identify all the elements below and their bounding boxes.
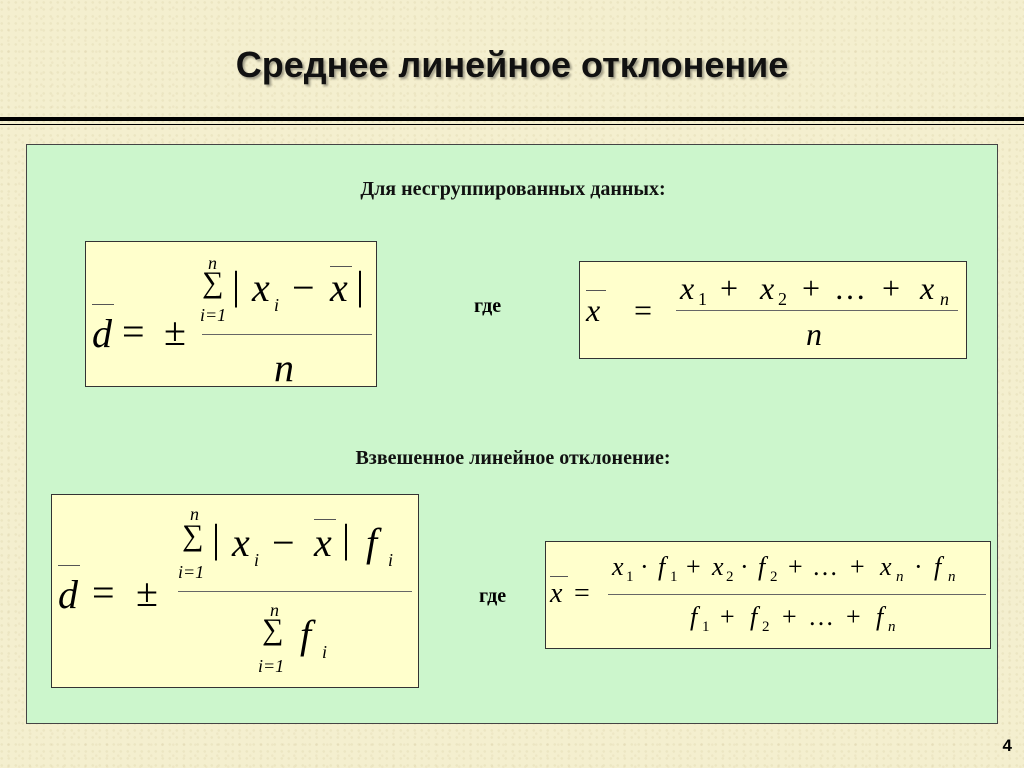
where-label-1: где — [474, 295, 502, 317]
formula-d-pm: ± — [164, 309, 186, 354]
slide-title: Среднее линейное отклонение — [235, 44, 789, 85]
formula-box-mean: x = x 1 + x 2 + … + x n n — [579, 261, 967, 359]
mean-x2-sub: 2 — [778, 289, 787, 309]
wnum-plus2: + — [788, 552, 803, 581]
sum-sign: ∑ — [202, 266, 224, 299]
wmean-lhs: x — [550, 578, 563, 609]
wnum-x2: x — [712, 552, 724, 581]
wden-fn: f — [876, 602, 884, 631]
wformula-d-pm: ± — [136, 570, 158, 615]
formula-d-eq: = — [122, 309, 145, 354]
sum-lower: i=1 — [200, 305, 227, 325]
wxi-sub: i — [254, 550, 260, 570]
wnum-f1-sub: 1 — [670, 569, 678, 585]
wfi: f — [366, 520, 378, 565]
minus: − — [292, 265, 315, 310]
mean-plus1: + — [720, 270, 739, 306]
mean-dots: … — [834, 270, 866, 306]
wnum-fn: f — [934, 552, 942, 581]
wden-fn-sub: n — [888, 619, 896, 635]
wnum-dot3: · — [914, 552, 923, 581]
wsum-sign: ∑ — [182, 519, 204, 552]
wxi: x — [232, 520, 250, 565]
wden-f2-sub: 2 — [762, 619, 770, 635]
wden-plus3: + — [846, 602, 861, 631]
wden-sum-sign: ∑ — [262, 613, 284, 646]
wnum-dot2: · — [740, 552, 749, 581]
mean-fraction-line — [676, 310, 958, 311]
wfi-sub: i — [388, 550, 394, 570]
heading-weighted: Взвешенное линейное отклонение: — [355, 447, 671, 469]
wden-plus1: + — [720, 602, 735, 631]
wden-plus2: + — [782, 602, 797, 631]
xbar: x — [330, 265, 348, 310]
wformula-d-lhs: d — [58, 572, 78, 617]
wformula-d-eq: = — [92, 570, 115, 615]
title-rule-thick — [0, 117, 1024, 121]
abs-open: | — [232, 263, 241, 308]
wnum-dots: … — [812, 552, 838, 581]
wd-overbar — [58, 565, 80, 566]
fraction-line — [202, 334, 372, 335]
wden-f1: f — [690, 602, 698, 631]
wnum-f2: f — [758, 552, 766, 581]
formula-box-weighted-mean: x = x 1 · f 1 + x 2 · f 2 + … + x n · f … — [545, 541, 991, 649]
mean-x1: x — [680, 270, 695, 306]
wnum-plus1: + — [686, 552, 701, 581]
wabs-open: | — [212, 516, 221, 561]
wnum-xn: x — [880, 552, 892, 581]
wden-f2: f — [750, 602, 758, 631]
heading-unweighted: Для несгруппированных данных: — [360, 178, 666, 200]
wden-sum-upper: n — [270, 600, 279, 620]
formula-box-unweighted-d: d = ± n ∑ i=1 | x i − x | n — [85, 241, 377, 390]
title-rule-thin — [0, 124, 1024, 125]
wnum-f2-sub: 2 — [770, 569, 778, 585]
wxbar-overbar — [314, 519, 336, 520]
abs-close: | — [356, 263, 365, 308]
d-overbar — [92, 304, 114, 305]
wden-f1-sub: 1 — [702, 619, 710, 635]
xi: x — [252, 265, 270, 310]
wmean-eq: = — [574, 578, 590, 609]
wden-f: f — [300, 612, 312, 657]
sum-upper: n — [208, 253, 217, 273]
wnum-x2-sub: 2 — [726, 569, 734, 585]
wsum-upper: n — [190, 504, 199, 524]
formula-d-lhs: d — [92, 311, 112, 356]
mean-plus3: + — [882, 270, 901, 306]
mean-x2: x — [760, 270, 775, 306]
mean-eq: = — [634, 292, 653, 328]
mean-lhs: x — [586, 292, 601, 328]
wmean-fraction-line — [608, 594, 986, 595]
mean-plus2: + — [802, 270, 821, 306]
wsum-lower: i=1 — [178, 562, 205, 582]
wxbar: x — [314, 520, 332, 565]
xi-sub: i — [274, 295, 280, 315]
wfraction-line — [178, 591, 412, 592]
denominator-n: n — [274, 345, 294, 390]
wminus: − — [272, 520, 295, 565]
wnum-x1: x — [612, 552, 624, 581]
page-number: 4 — [1002, 736, 1012, 755]
wnum-dot1: · — [640, 552, 649, 581]
mean-xn: x — [920, 270, 935, 306]
wden-sum-lower: i=1 — [258, 656, 285, 676]
mean-overbar — [586, 290, 606, 291]
mean-x1-sub: 1 — [698, 289, 707, 309]
formula-box-weighted-d: d = ± n ∑ i=1 | x i − x | f i n ∑ i=1 f … — [51, 494, 419, 688]
xbar-overbar — [330, 266, 352, 267]
wnum-x1-sub: 1 — [626, 569, 634, 585]
mean-xn-sub: n — [940, 289, 949, 309]
wnum-xn-sub: n — [896, 569, 904, 585]
wmean-overbar — [550, 576, 568, 577]
content-panel: Для несгруппированных данных: d = ± n ∑ … — [26, 144, 998, 724]
wabs-close: | — [342, 516, 351, 561]
wden-f-sub: i — [322, 642, 328, 662]
wnum-f1: f — [658, 552, 666, 581]
mean-denominator: n — [806, 316, 822, 352]
where-label-2: где — [479, 585, 507, 607]
wnum-plus3: + — [850, 552, 865, 581]
wnum-fn-sub: n — [948, 569, 956, 585]
wden-dots: … — [808, 602, 834, 631]
